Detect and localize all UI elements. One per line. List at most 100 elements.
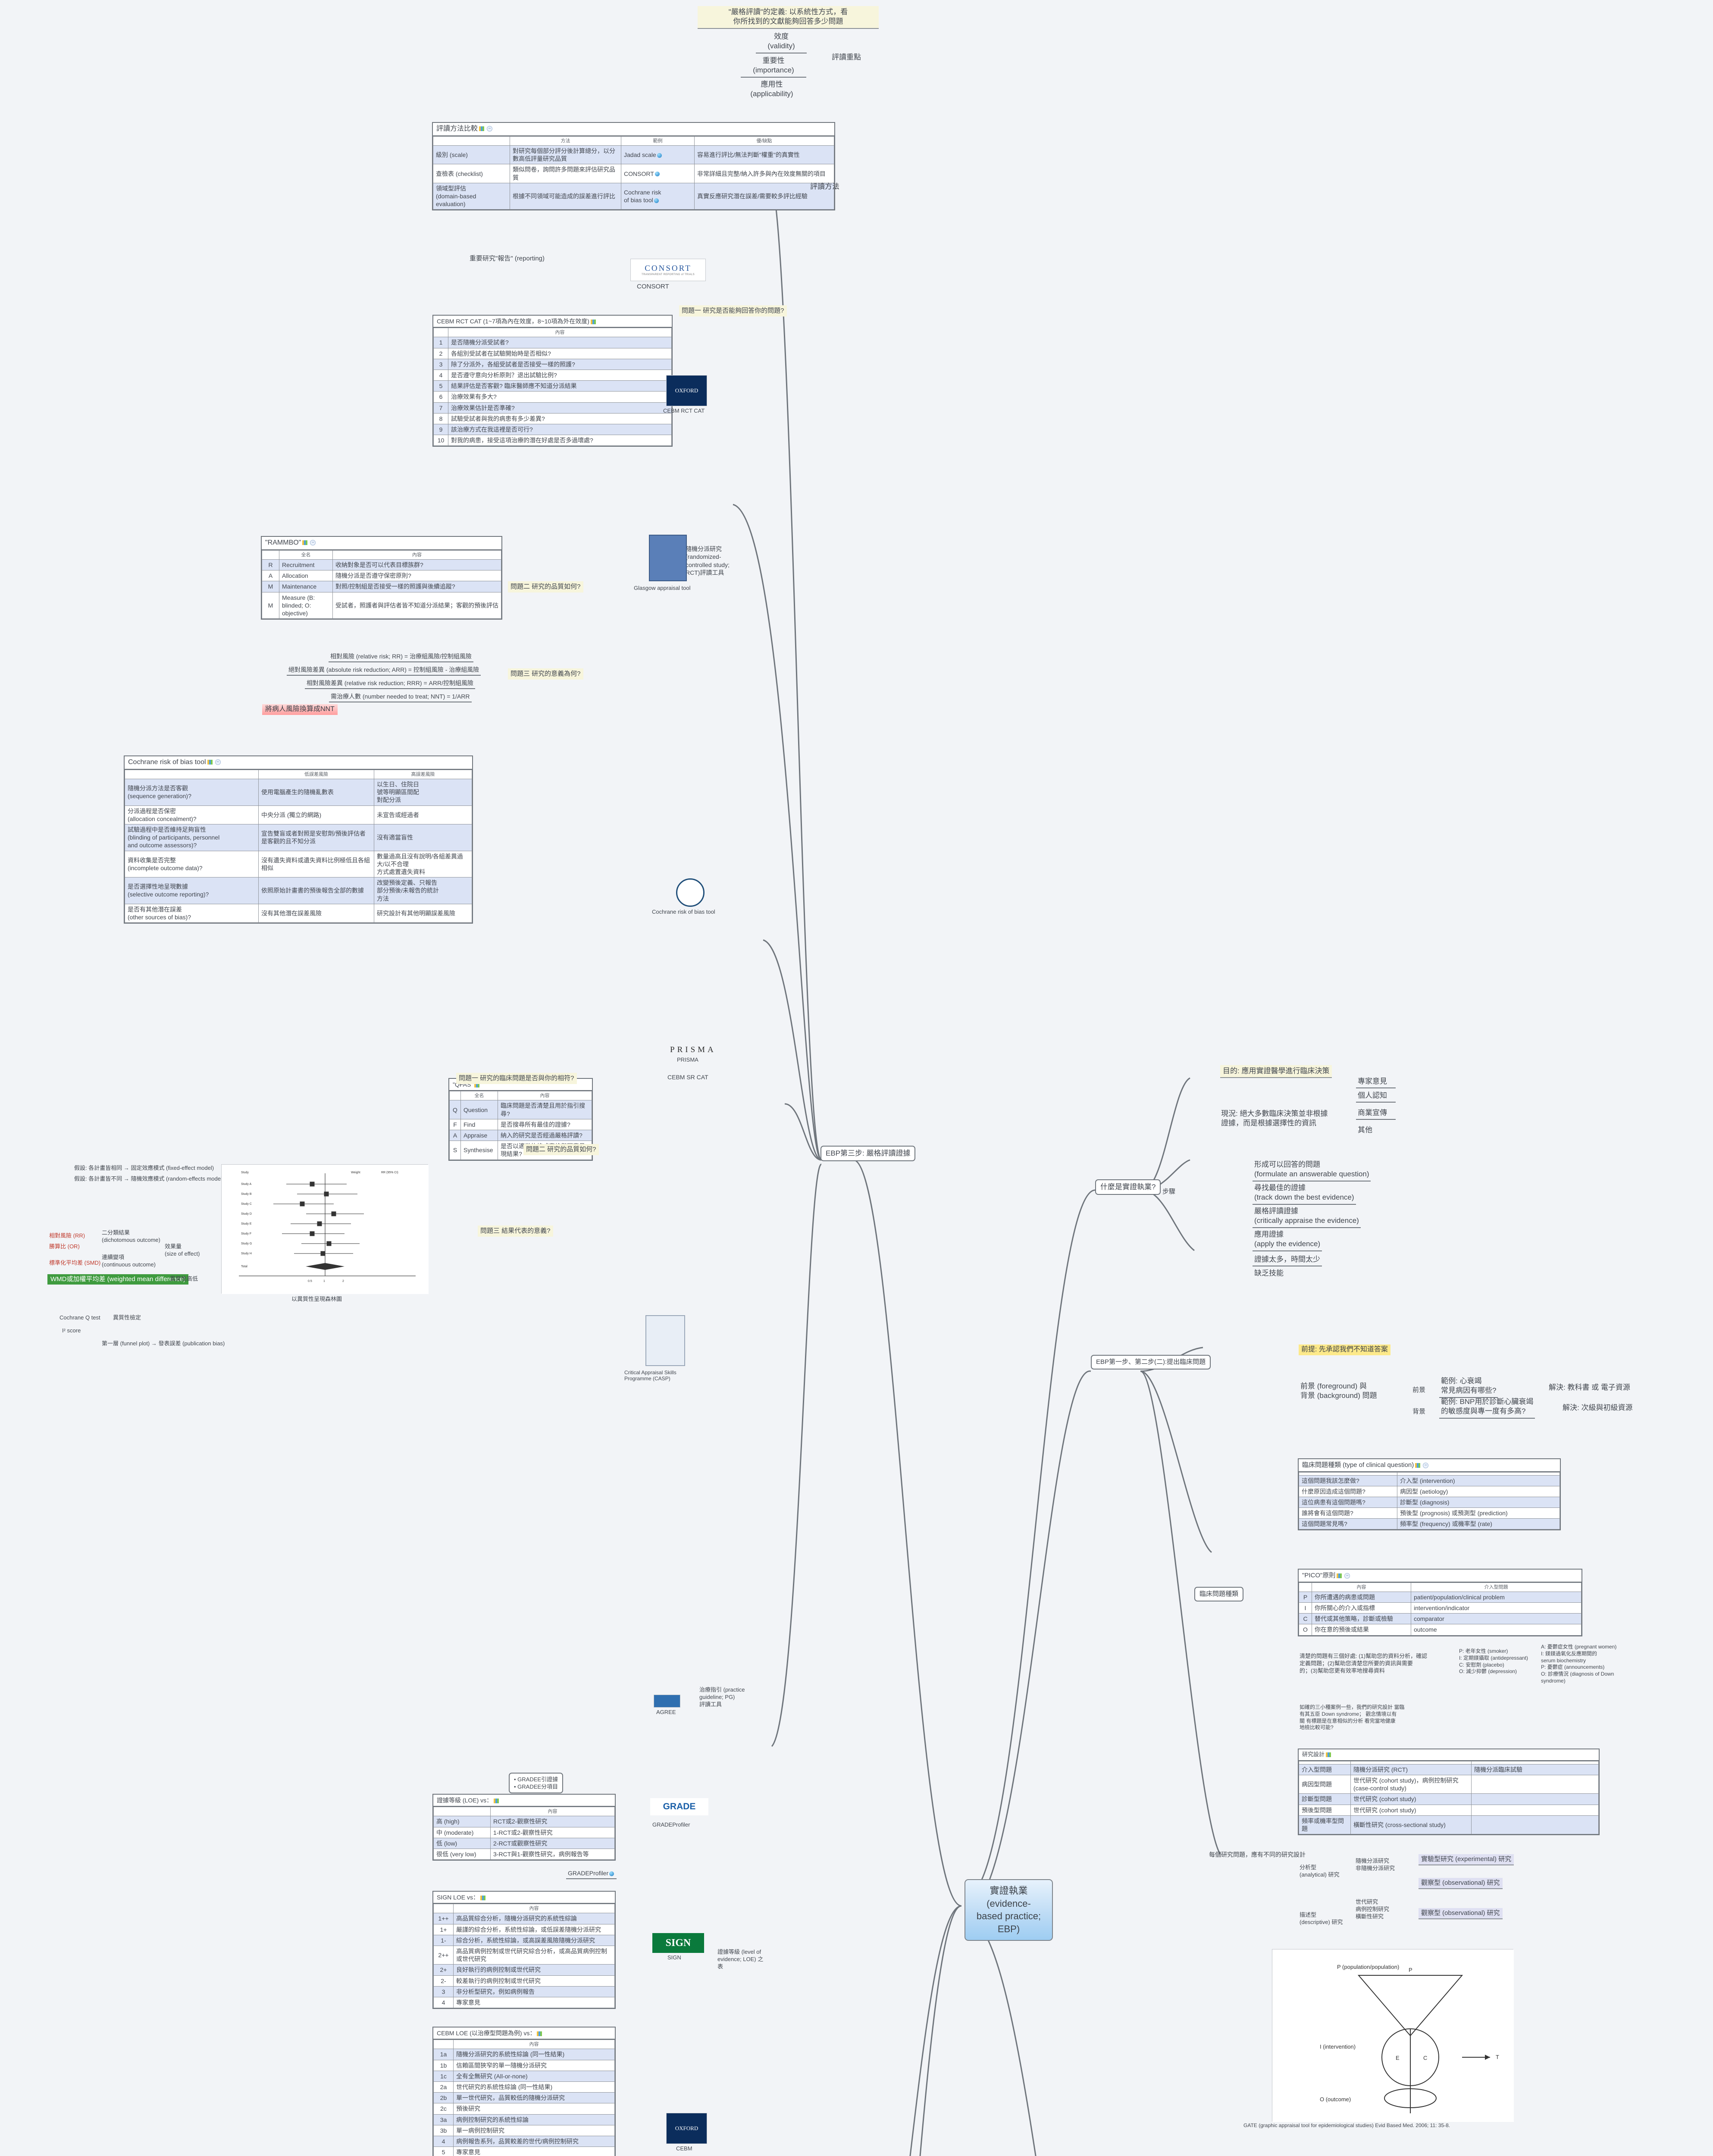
- cebm-rct-cat-table: CEBM RCT CAT (1~7項為內在效度，8~10項為外在效度) 內容 1…: [432, 315, 673, 447]
- validity-topic[interactable]: 效度 (validity): [756, 31, 807, 53]
- barrier-too-much[interactable]: 證據太多，時間太少: [1253, 1254, 1322, 1267]
- pico-example-1[interactable]: P: 老年女性 (smoker) I: 定期鎂攝取 (antidepressan…: [1459, 1648, 1528, 1675]
- table-caption: "RAMMBO"−: [262, 537, 501, 550]
- bg-label[interactable]: 背景: [1412, 1408, 1426, 1415]
- pico-example-2[interactable]: A: 憂鬱症女性 (pregnant women) I: 鎂鎂過氧化反應期間的 …: [1541, 1644, 1617, 1684]
- loe-caption[interactable]: 證據等級 (level of evidence; LOE) 之 表: [717, 1949, 764, 1970]
- sr-q3: 問題三 結果代表的意義?: [478, 1225, 553, 1237]
- table-row: 什麼原因造成這個問題?病因型 (aetiology): [1299, 1485, 1560, 1497]
- step-apply[interactable]: 應用證據 (apply the evidence): [1253, 1229, 1322, 1251]
- casp-label[interactable]: Critical Appraisal Skills Programme (CAS…: [624, 1369, 676, 1382]
- oxford-logo: OXFORD: [666, 375, 707, 406]
- steps-label[interactable]: 步驟: [1162, 1188, 1176, 1195]
- cochrane-q-test[interactable]: Cochrane Q test: [60, 1314, 100, 1321]
- status-item-other[interactable]: 其他: [1358, 1126, 1372, 1134]
- appraisal-methods-label[interactable]: 評讀方法: [810, 182, 839, 191]
- central-node[interactable]: 實證執業 (evidence- based practice; EBP): [965, 1879, 1053, 1941]
- bg-example[interactable]: 範例: BNP用於診斷心臟衰竭 的敏感度與專一度有多高?: [1439, 1396, 1535, 1419]
- table-header-row: 內容: [433, 1904, 615, 1914]
- svg-text:Study A: Study A: [241, 1183, 251, 1186]
- table-row: 2++高品質病例控制或世代研究綜合分析，或高品質病例控制或世代研究: [433, 1946, 615, 1965]
- or-label[interactable]: 勝算比 (OR): [49, 1243, 80, 1250]
- table-row: 是否選擇性地呈現數據 (selective outcome reporting)…: [125, 877, 472, 904]
- funnel-plot-label[interactable]: 第一層 (funnel plot) → 發表誤差 (publication bi…: [102, 1340, 225, 1347]
- cebm-sr-cat-label[interactable]: CEBM SR CAT: [667, 1074, 708, 1081]
- observational-label-1[interactable]: 觀察型 (observational) 研究: [1419, 1878, 1503, 1889]
- prisma-label[interactable]: PRISMA: [677, 1056, 698, 1063]
- fixed-effect-model[interactable]: 假設: 各計畫皆相同 → 固定效應模式 (fixed-effect model): [74, 1165, 214, 1171]
- experimental-sub[interactable]: 隨機分派研究 非隨機分派研究: [1356, 1858, 1395, 1872]
- observational-sub[interactable]: 世代研究 病例控制研究 橫斷性研究: [1356, 1899, 1390, 1920]
- appraisal-focus-label[interactable]: 評讀重點: [832, 53, 861, 61]
- bg-solution[interactable]: 解決: 次級與初級資源: [1563, 1404, 1633, 1412]
- experimental-label[interactable]: 實驗型研究 (experimental) 研究: [1419, 1854, 1514, 1865]
- rct-tool-label[interactable]: 隨機分派研究 (randomized- controlled study; RC…: [686, 545, 730, 577]
- branch-what-is-ebp[interactable]: 什麼是實證執業?: [1095, 1179, 1161, 1195]
- nnt-formula[interactable]: 需治療人數 (number needed to treat; NNT) = 1/…: [329, 692, 472, 703]
- table-header-row: 內容介入型問題: [1299, 1582, 1581, 1592]
- rrr-formula[interactable]: 相對風險差異 (relative risk reduction; RRR) = …: [305, 678, 476, 689]
- wmd-label[interactable]: WMD或加權平均差 (weighted mean difference): [47, 1274, 189, 1285]
- table-row: 1++高品質綜合分析，隨機分派研究的系統性綜論: [433, 1913, 615, 1924]
- fg-label[interactable]: 前景: [1412, 1386, 1426, 1394]
- table-header-row: 內容: [433, 328, 672, 338]
- arr-formula[interactable]: 絕對風險差異 (absolute risk reduction; ARR) = …: [287, 665, 481, 676]
- step-track-down[interactable]: 尋找最佳的證據 (track down the best evidence): [1253, 1182, 1356, 1205]
- cochrane-rob-label[interactable]: Cochrane risk of bias tool: [652, 909, 715, 915]
- rr-label[interactable]: 相對風險 (RR): [49, 1232, 85, 1239]
- heterogeneity-test[interactable]: 異質性檢定: [113, 1314, 141, 1321]
- chart-icon: [480, 1895, 486, 1900]
- agree-label[interactable]: AGREE: [656, 1709, 676, 1715]
- size-of-effect[interactable]: 效果量 (size of effect): [165, 1243, 200, 1257]
- collapse-icon[interactable]: −: [487, 126, 493, 132]
- observational-label-2[interactable]: 觀察型 (observational) 研究: [1419, 1908, 1503, 1919]
- table-caption: 研究設計: [1299, 1749, 1599, 1761]
- effect-estimate-label[interactable]: 異質性高低: [170, 1275, 198, 1282]
- analytical-study[interactable]: 分析型 (analytical) 研究: [1300, 1864, 1340, 1878]
- status-item-cognition[interactable]: 個人認知: [1356, 1090, 1396, 1103]
- scenario-note: 如確的三小種案例一些，我們的研究設計 當臨 有其五臣 Down syndrome…: [1300, 1704, 1405, 1731]
- continuous-outcome[interactable]: 連續變項 (continuous outcome): [102, 1254, 156, 1268]
- barrier-lack-skill[interactable]: 缺乏技能: [1254, 1269, 1284, 1277]
- smd-label[interactable]: 標準化平均差 (SMD): [49, 1260, 101, 1266]
- gradeprofiler-link[interactable]: GRADEProfiler: [566, 1868, 617, 1880]
- table-row: 1-綜合分析，系統性綜論，或高誤差風險隨機分派研究: [433, 1934, 615, 1946]
- fg-bg-topic[interactable]: 前景 (foreground) 與 背景 (background) 問題: [1300, 1382, 1377, 1400]
- consort-label[interactable]: CONSORT: [637, 283, 669, 290]
- collapse-icon[interactable]: −: [215, 759, 221, 765]
- table-row: 領域型評估 (domain-based evaluation) 根據不同領域可能…: [433, 182, 834, 210]
- importance-topic[interactable]: 重要性 (importance): [741, 55, 806, 78]
- table-row: 資料收集是否完整 (incomplete outcome data)?沒有遺失資…: [125, 850, 472, 878]
- guideline-tool-note[interactable]: 治療指引 (practice guideline; PG) 評讀工具: [699, 1686, 745, 1708]
- table-caption: "PICO"原則−: [1299, 1570, 1581, 1583]
- collapse-icon[interactable]: −: [1423, 1462, 1429, 1468]
- cebm-label[interactable]: CEBM: [676, 2145, 692, 2152]
- descriptive-study[interactable]: 描述型 (descriptive) 研究: [1300, 1912, 1343, 1926]
- step-formulate[interactable]: 形成可以回答的問題 (formulate an answerable quest…: [1253, 1159, 1371, 1181]
- glasgow-appraisal-tool-label[interactable]: Glasgow appraisal tool: [634, 585, 691, 591]
- prisma-logo: PRISMA: [670, 1045, 716, 1054]
- sign-label[interactable]: SIGN: [667, 1954, 681, 1961]
- rr-formula[interactable]: 相對風險 (relative risk; RR) = 治療組風險/控制組風險: [329, 652, 473, 663]
- gradeprofiler-label[interactable]: GRADEProfiler: [652, 1821, 690, 1828]
- status-item-expert[interactable]: 專家意見: [1356, 1076, 1396, 1089]
- step-appraise[interactable]: 嚴格評讀證據 (critically appraise the evidence…: [1253, 1206, 1361, 1228]
- cebm-rct-cat-label[interactable]: CEBM RCT CAT: [663, 407, 705, 414]
- study-design-label[interactable]: 每個研究問題，應有不同的研究設計: [1209, 1851, 1306, 1858]
- random-effects-model[interactable]: 假設: 各計畫皆不同 → 隨機效應模式 (random-effects mode…: [74, 1175, 224, 1182]
- fg-solution[interactable]: 解決: 教科書 或 電子資源: [1549, 1383, 1630, 1391]
- grade-loc-box[interactable]: • GRADEE引證據 • GRADEE分項目: [509, 1773, 564, 1794]
- branch-step3[interactable]: EBP第三步: 嚴格評讀證據: [820, 1146, 916, 1162]
- clinical-question-label[interactable]: 臨床問題種類: [1194, 1587, 1244, 1601]
- gate-caption: GATE (graphic appraisal tool for epidemi…: [1243, 2122, 1450, 2128]
- collapse-icon[interactable]: −: [1344, 1573, 1350, 1579]
- fg-example[interactable]: 範例: 心衰竭 常見病因有哪些?: [1439, 1376, 1498, 1398]
- i2-score[interactable]: I² score: [62, 1327, 81, 1334]
- dichotomous-outcome[interactable]: 二分類結果 (dichotomous outcome): [102, 1229, 160, 1244]
- collapse-icon[interactable]: −: [310, 540, 316, 546]
- branch-step1-2[interactable]: EBP第一步、第二步(二):提出臨床問題: [1091, 1355, 1211, 1369]
- status-item-commercial[interactable]: 商業宣傳: [1356, 1107, 1396, 1120]
- applicability-topic[interactable]: 應用性 (applicability): [750, 80, 793, 98]
